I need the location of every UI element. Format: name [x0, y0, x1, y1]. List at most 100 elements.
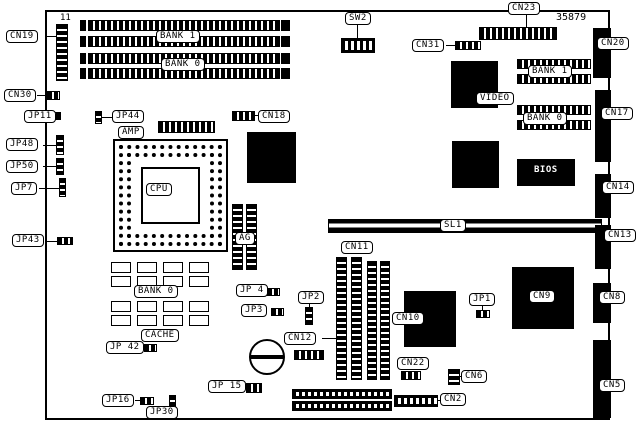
jp7-jumper: [59, 178, 66, 197]
simm-endcap: [80, 20, 86, 31]
jp15-connector: [246, 383, 262, 393]
cache-chip-array-bottom-chip: [189, 301, 209, 312]
jp4-jumper: [267, 288, 280, 296]
label-jp7: JP7: [11, 182, 37, 195]
bottom-pin-header-b: [292, 401, 392, 411]
label-bank0-cache: BANK 0: [134, 285, 178, 298]
label-jp2: JP2: [298, 291, 324, 304]
label-bank0-mem: BANK 0: [161, 58, 205, 71]
jp3-jumper: [271, 308, 284, 316]
cn2-connector: [394, 395, 438, 407]
label-video: VIDEO: [476, 92, 514, 105]
cn19-leader: [46, 36, 56, 37]
cache-chip-array-top-chip: [137, 262, 157, 273]
simm-endcap: [80, 68, 86, 79]
simm-endcap: [80, 36, 86, 47]
label-jp48: JP48: [6, 138, 38, 151]
jp44-leader: [102, 117, 112, 118]
jp50-jumper: [56, 158, 64, 175]
label-jp43: JP43: [12, 234, 44, 247]
socket-pins-outer: [119, 145, 222, 246]
cn12-leader: [322, 338, 336, 339]
jp1-leader: [482, 306, 483, 310]
cn18-leader: [255, 115, 259, 116]
part-number-text: 35879: [556, 12, 587, 23]
label-jp3: JP3: [241, 304, 267, 317]
chipset-chip-north: [247, 132, 296, 183]
cn20-connector: [593, 28, 611, 78]
simm-endcap: [281, 36, 290, 47]
cache-chip-array-top-chip: [163, 262, 183, 273]
cache-chip-array-bottom-chip: [163, 301, 183, 312]
label-jp11: JP11: [24, 110, 56, 123]
cn17-connector: [595, 90, 611, 162]
cache-chip-array-top-chip: [111, 262, 131, 273]
label-jp30: JP30: [146, 406, 178, 419]
jp43-leader: [45, 241, 57, 242]
cn10-slot-a: [367, 261, 377, 380]
jp7-leader: [39, 188, 59, 189]
video-chip-2: [452, 141, 499, 188]
label-cn30: CN30: [4, 89, 36, 102]
cn31-connector: [455, 41, 481, 50]
bottom-pin-header-a: [292, 389, 392, 399]
cn18-connector: [232, 111, 255, 121]
cache-chip-array-top-chip: [189, 276, 209, 287]
label-cn12: CN12: [284, 332, 316, 345]
cache-chip-array-bottom-chip: [137, 301, 157, 312]
cn22-jumper: [401, 371, 421, 380]
pin1-marker-text: 11: [60, 13, 71, 23]
label-cache: CACHE: [141, 329, 179, 342]
cache-chip-array-top-chip: [189, 262, 209, 273]
sw2-leader: [357, 25, 358, 38]
sw2-dip-switch: [341, 38, 375, 53]
label-sl1: SL1: [440, 219, 466, 232]
label-cn10: CN10: [392, 312, 424, 325]
label-jp15: JP 15: [208, 380, 246, 393]
cache-chip-array-bottom-chip: [111, 315, 131, 326]
jp48-jumper: [56, 135, 64, 155]
jp44-jumper: [95, 111, 102, 124]
socket-pins-inner: [127, 153, 214, 238]
label-sw2: SW2: [345, 12, 371, 25]
label-cn31: CN31: [412, 39, 444, 52]
jp2-jumper: [305, 307, 313, 325]
cn30-leader: [37, 95, 47, 96]
label-cn20: CN20: [597, 37, 629, 50]
cn2-leader: [438, 400, 441, 401]
label-cn23: CN23: [508, 2, 540, 15]
simm-endcap: [281, 20, 290, 31]
label-jp42: JP 42: [106, 341, 144, 354]
cn11-slot-b: [351, 257, 362, 380]
simm-endcap: [281, 53, 290, 64]
simm-endcap: [281, 68, 290, 79]
battery: [249, 339, 285, 375]
jp50-leader: [43, 166, 56, 167]
cpu-socket: [113, 139, 228, 252]
bios-chip: [517, 159, 575, 186]
label-cn19: CN19: [6, 30, 38, 43]
label-bank1-video: BANK 1: [528, 65, 572, 78]
simm-endcap: [80, 53, 86, 64]
cn12-connector: [294, 350, 324, 360]
cn30-connector: [47, 91, 60, 100]
label-ag: AG: [235, 232, 255, 245]
cn10-slot-b: [380, 261, 390, 380]
jp16-jumper: [140, 397, 154, 405]
jp43-jumper: [57, 237, 73, 245]
label-cn2: CN2: [440, 393, 466, 406]
label-bios: BIOS: [534, 165, 558, 175]
label-jp4: JP 4: [236, 284, 268, 297]
label-cn18: CN18: [258, 110, 290, 123]
cn6-connector: [448, 369, 460, 385]
label-cn22: CN22: [397, 357, 429, 370]
label-bank1-mem: BANK 1: [156, 30, 200, 43]
cache-chip-array-top-chip: [111, 276, 131, 287]
label-cn8: CN8: [599, 291, 625, 304]
label-jp1: JP1: [469, 293, 495, 306]
jp16-leader: [135, 400, 140, 401]
label-jp50: JP50: [6, 160, 38, 173]
label-cn13: CN13: [604, 229, 636, 242]
label-cn14: CN14: [602, 181, 634, 194]
